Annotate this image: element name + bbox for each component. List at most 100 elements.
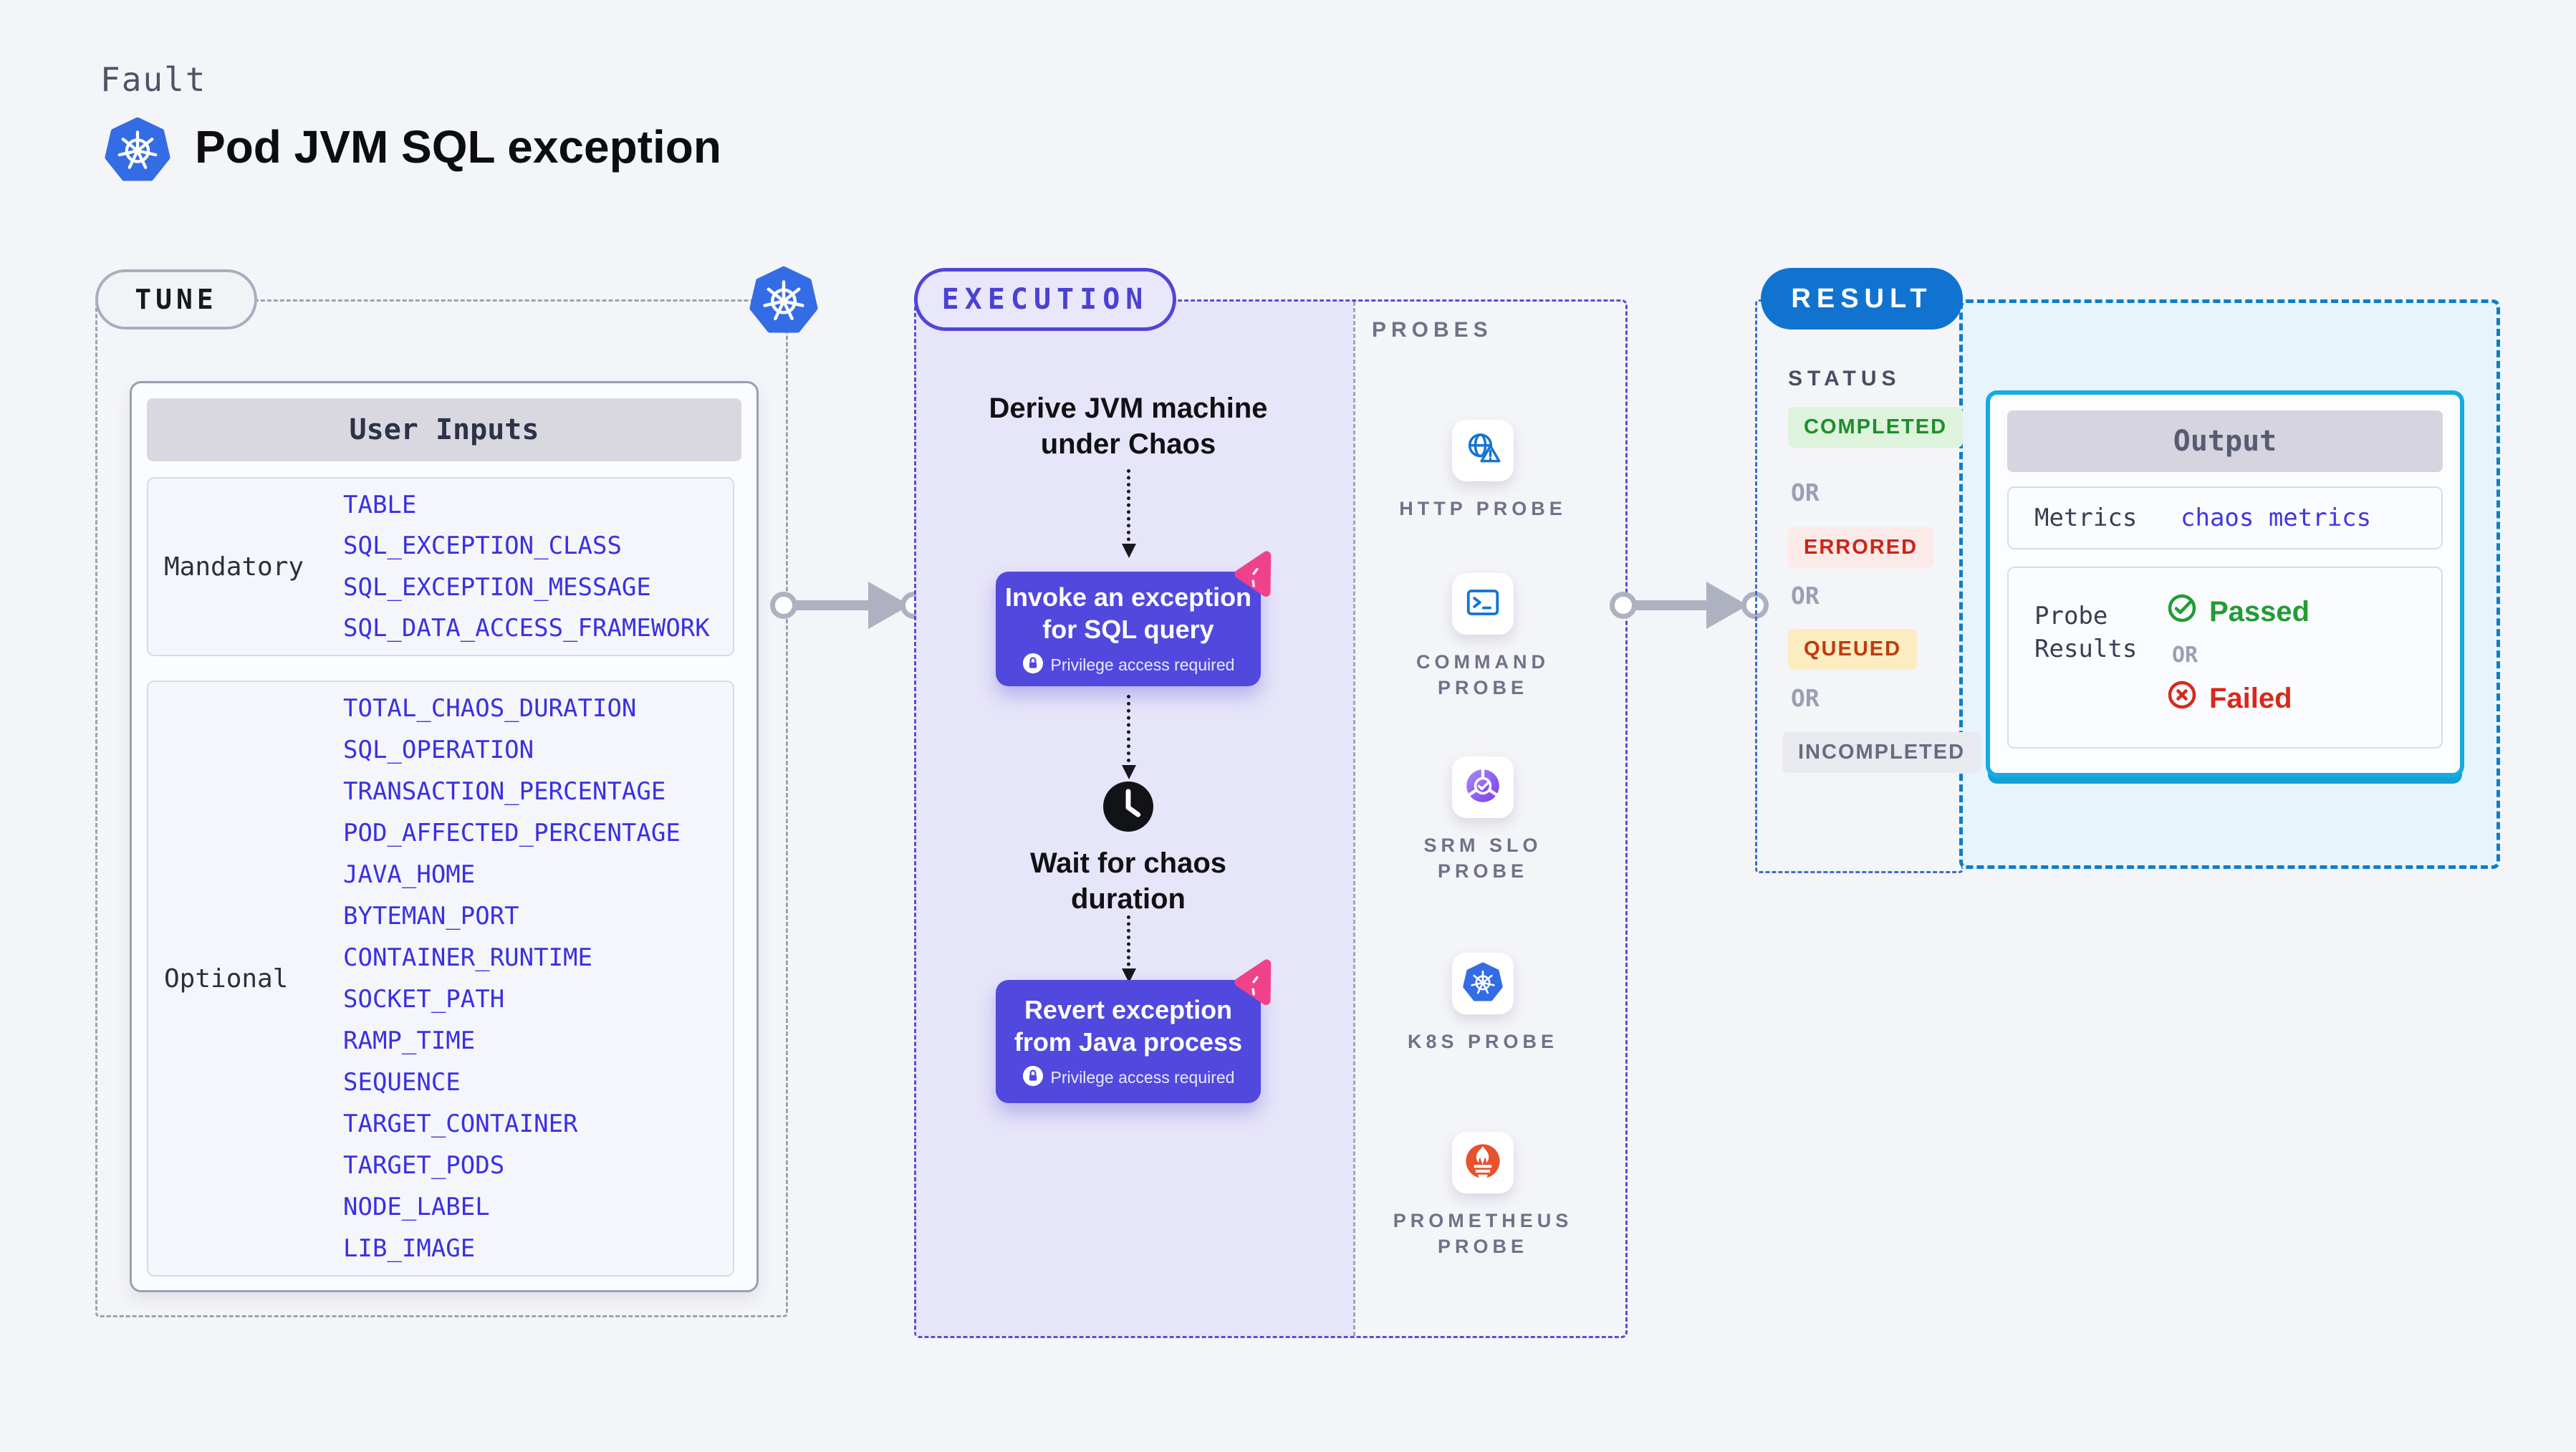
param-item: SQL_DATA_ACCESS_FRAMEWORK [343,614,710,643]
probe-label-line: PROBE [1437,677,1529,698]
page-title: Pod JVM SQL exception [195,121,721,173]
status-badge-completed: COMPLETED [1788,407,1964,448]
param-item: SQL_EXCEPTION_CLASS [343,532,622,561]
privilege-text: Privilege access required [1050,1067,1235,1087]
or-label: OR [1791,479,1820,506]
execution-to-result-arrow [1636,600,1708,610]
or-label: OR [1791,582,1820,610]
flow-arrow-down [1122,915,1136,983]
param-item: TRANSACTION_PERCENTAGE [343,777,666,806]
terminal-icon [1464,583,1502,625]
param-item: SEQUENCE [343,1068,461,1097]
tune-to-execution-arrow [795,600,870,610]
mandatory-param-list: TABLE SQL_EXCEPTION_CLASS SQL_EXCEPTION_… [343,484,726,649]
status-heading: STATUS [1788,367,1901,390]
k8s-probe-label: K8S PROBE [1375,1029,1590,1054]
param-item: BYTEMAN_PORT [343,902,519,931]
probe-label-line: K8S PROBE [1407,1031,1559,1052]
optional-params-group: Optional TOTAL_CHAOS_DURATION SQL_OPERAT… [147,681,734,1276]
flow-arrow-down [1122,695,1136,779]
k8s-probe-card [1452,953,1514,1014]
passed-result: Passed [2166,592,2310,631]
http-probe-label: HTTP PROBE [1375,496,1590,521]
revert-exception-step: Revert exception from Java process Privi… [996,980,1261,1103]
failed-result: Failed [2166,679,2310,718]
tune-badge: TUNE [95,269,257,330]
flow-arrow-down [1122,469,1136,558]
connector-dot [770,592,797,619]
probes-heading: PROBES [1372,318,1493,342]
lock-icon [1022,1065,1044,1090]
privilege-text: Privilege access required [1050,655,1235,674]
probe-label-line: HTTP PROBE [1399,498,1567,519]
command-probe-label: COMMAND PROBE [1375,649,1590,701]
command-probe-card [1452,573,1514,635]
lock-icon [1022,653,1044,678]
tune-section-box [95,299,788,1317]
http-probe-card [1452,420,1514,481]
step-line: Invoke an exception [1004,582,1252,612]
passed-label: Passed [2209,595,2310,628]
probe-label-line: COMMAND [1416,651,1549,673]
step-line: duration [1071,883,1186,915]
x-circle-icon [2166,679,2198,718]
mandatory-params-group: Mandatory TABLE SQL_EXCEPTION_CLASS SQL_… [147,477,734,656]
kubernetes-icon [1463,961,1503,1006]
kubernetes-icon [105,115,170,188]
chaos-icon [1226,955,1284,1016]
privilege-note: Privilege access required [1022,1065,1235,1090]
param-item: TARGET_CONTAINER [343,1110,578,1138]
status-badge-errored: ERRORED [1788,527,1934,568]
param-item: SOCKET_PATH [343,985,505,1014]
optional-param-list: TOTAL_CHAOS_DURATION SQL_OPERATION TRANS… [343,688,726,1269]
action-title: Revert exception from Java process [1014,994,1242,1058]
param-item: SQL_EXCEPTION_MESSAGE [343,572,651,602]
arrow-head [1706,582,1748,629]
probe-results-row: Probe Results Passed OR Failed [2007,567,2443,749]
param-item: JAVA_HOME [343,860,476,889]
derive-step-label: Derive JVM machine under Chaos [949,390,1307,462]
prometheus-probe-label: PROMETHEUS PROBE [1375,1208,1590,1259]
probe-label-line: SRM SLO [1423,835,1542,856]
param-item: SQL_OPERATION [343,736,534,764]
param-item: TABLE [343,490,417,519]
srm-slo-probe-card [1452,756,1514,818]
param-item: RAMP_TIME [343,1027,476,1055]
failed-label: Failed [2209,682,2292,714]
invoke-exception-step: Invoke an exception for SQL query Privil… [996,572,1261,686]
param-item: LIB_IMAGE [343,1234,476,1263]
step-line: from Java process [1014,1027,1243,1057]
or-label: OR [1791,684,1820,712]
step-line: Wait for chaos [1029,847,1227,879]
param-item: CONTAINER_RUNTIME [343,943,592,972]
probe-label-line: PROMETHEUS [1393,1210,1573,1231]
probe-results-label: Probe Results [2034,602,2138,663]
param-item: TARGET_PODS [343,1151,505,1180]
connector-dot [1610,592,1637,619]
privilege-note: Privilege access required [1022,653,1235,678]
globe-alert-icon [1463,429,1503,473]
probe-label-line: PROBE [1437,860,1529,882]
fault-eyebrow: Fault [100,60,207,99]
metrics-value: chaos metrics [2181,504,2372,532]
probe-results-values: Passed OR Failed [2166,592,2310,718]
check-circle-icon [2166,592,2198,631]
status-badge-incompleted: INCOMPLETED [1782,732,1981,773]
param-item: NODE_LABEL [343,1193,490,1221]
step-line: under Chaos [1040,428,1216,460]
clock-icon [1100,778,1157,839]
param-item: TOTAL_CHAOS_DURATION [343,694,637,723]
metrics-row: Metrics chaos metrics [2007,486,2443,549]
metrics-label: Metrics [2034,504,2138,532]
execution-badge: EXECUTION [914,268,1176,331]
srm-slo-probe-label: SRM SLO PROBE [1375,832,1590,884]
user-inputs-title: User Inputs [147,398,741,461]
execution-probes-divider [1353,302,1355,1336]
param-item: POD_AFFECTED_PERCENTAGE [343,819,681,847]
wait-step-label: Wait for chaos duration [999,845,1257,917]
status-badge-queued: QUEUED [1788,629,1918,670]
or-label: OR [2172,643,2198,668]
step-line: Revert exception [1024,994,1233,1024]
output-card: Output Metrics chaos metrics Probe Resul… [1986,390,2464,777]
